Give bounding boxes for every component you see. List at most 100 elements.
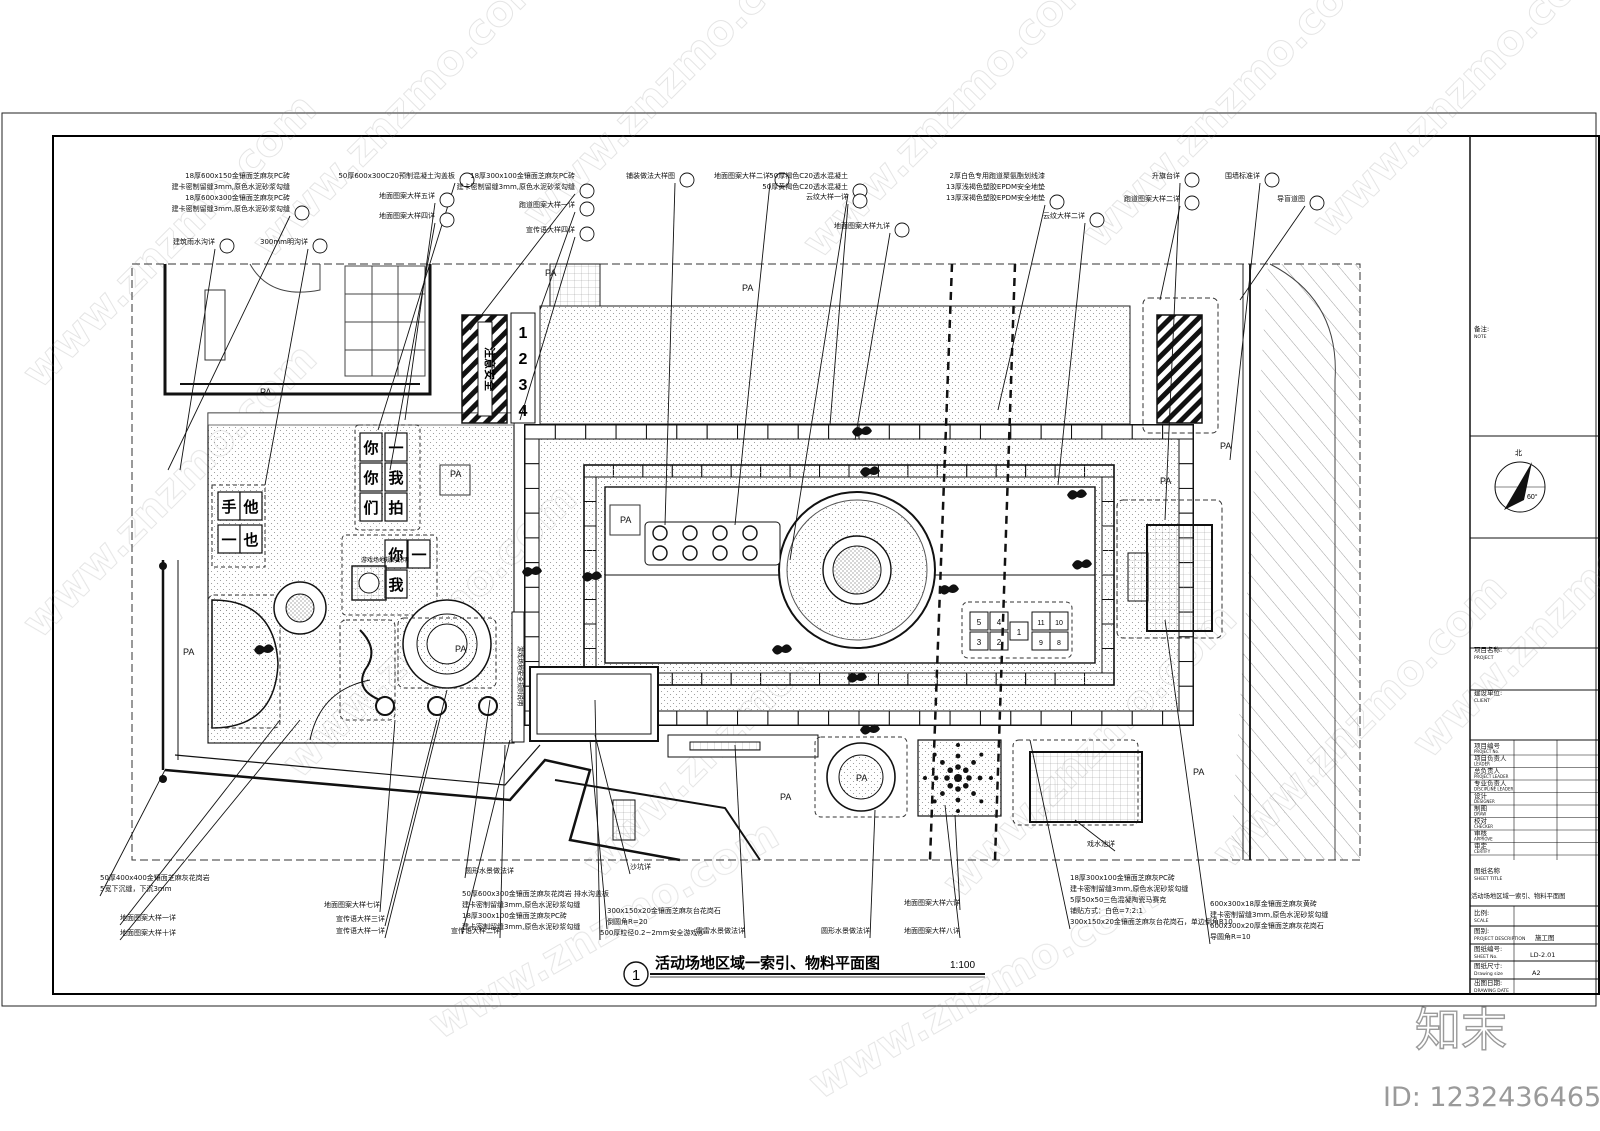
pa-label: PA bbox=[620, 515, 631, 525]
callout-text: 圆形水景做法详 bbox=[821, 926, 870, 935]
callout-text: 导圆角R=10 bbox=[1210, 932, 1251, 941]
hopscotch-number: 3 bbox=[977, 638, 982, 647]
detail-bubble bbox=[1089, 212, 1105, 228]
callout-text: 建卡密制留缝3mm,原色水泥砂浆勾缝 bbox=[457, 182, 575, 191]
tb-label-cn: 比例: bbox=[1474, 908, 1489, 917]
detail-bubble bbox=[774, 172, 790, 188]
starburst-center bbox=[954, 774, 962, 782]
track-tile bbox=[524, 424, 556, 440]
cloud-icon bbox=[582, 571, 602, 582]
sign-tile bbox=[384, 539, 408, 569]
sign-char: 拍 bbox=[388, 499, 403, 517]
callouts: 18厚600x150金镶面芝麻灰PC砖建卡密制留缝3mm,原色水泥砂浆勾缝18厚… bbox=[100, 171, 1328, 941]
tb-label-en: CLIENT bbox=[1474, 698, 1490, 704]
leader-line bbox=[499, 744, 506, 939]
tb-sheetno: LD-2.01 bbox=[1530, 951, 1555, 959]
callout-text: 建卡密制留缝3mm,原色水泥砂浆勾缝 bbox=[172, 204, 290, 213]
leader-line bbox=[119, 719, 301, 941]
sign-tile bbox=[384, 432, 408, 462]
manhole-grate bbox=[351, 565, 387, 601]
rules-strip bbox=[511, 611, 525, 743]
tb-stage: 施工图 bbox=[1535, 933, 1555, 942]
tb-row-en: PROJECT LEADER bbox=[1474, 774, 1509, 779]
hopscotch-number: 4 bbox=[997, 618, 1002, 627]
callout-text: 宣传语大样四详 bbox=[526, 225, 575, 234]
track-tile bbox=[888, 424, 921, 440]
tb-row-en: CHECKER bbox=[1474, 824, 1493, 829]
detail-bubble bbox=[294, 205, 310, 221]
leader-line bbox=[1029, 739, 1071, 930]
track-tile bbox=[524, 463, 540, 489]
leader-line bbox=[829, 203, 849, 426]
hopscotch-cell bbox=[1009, 621, 1029, 641]
pa-label: PA bbox=[545, 268, 556, 278]
drawing-number: 1 bbox=[632, 967, 640, 984]
leader-line bbox=[954, 814, 961, 911]
callout-text: 50厚600x300金镶面芝麻灰花岗岩 排水沟盖板 bbox=[462, 889, 609, 898]
drawing-scale: 1:100 bbox=[950, 960, 975, 971]
callout-text: 50厚黄褐色C20透水混凝土 bbox=[762, 182, 848, 191]
rules-text-1: 游戏场地安全规则说明 bbox=[516, 646, 524, 706]
leader-line bbox=[734, 182, 771, 526]
tb-label-cn: 出图日期: bbox=[1474, 978, 1502, 987]
callout-text: 铺贴方式：白色=7:2:1 bbox=[1070, 906, 1143, 915]
stepping-stone bbox=[742, 545, 758, 561]
detail-bubble bbox=[459, 172, 475, 188]
callout-text: 建卡密制留缝3mm,原色水泥砂浆勾缝 bbox=[172, 182, 290, 191]
lane-number: 4 bbox=[519, 403, 528, 420]
tb-row-en: DESIGNER bbox=[1474, 799, 1495, 804]
leader-line bbox=[264, 248, 309, 486]
track-tile bbox=[979, 424, 1012, 440]
sign-char: 手 bbox=[221, 498, 236, 516]
tb-label-cn: 图别: bbox=[1474, 926, 1489, 935]
stepping-stone bbox=[652, 525, 668, 541]
track-tile bbox=[676, 710, 708, 726]
leader-line bbox=[1159, 205, 1181, 301]
sign-char: 也 bbox=[243, 531, 258, 549]
starburst-dot bbox=[971, 760, 976, 765]
watermark-text: www.znzmo.com bbox=[801, 869, 1167, 1109]
tb-label-en: PROJECT bbox=[1474, 655, 1494, 661]
cloud-icon bbox=[860, 466, 880, 477]
watermark-logo: 知末 ID: 1232436465 bbox=[1383, 1002, 1600, 1113]
track-tile bbox=[706, 424, 739, 440]
track-tile bbox=[1040, 424, 1073, 440]
track-tile bbox=[615, 424, 647, 440]
track-tile bbox=[737, 424, 769, 440]
detail-bubble bbox=[439, 192, 455, 208]
callout-text: 2厚白色专用跑道聚氨酯划线漆 bbox=[950, 171, 1045, 180]
detail-bubble bbox=[679, 172, 695, 188]
sign-char: 我 bbox=[388, 576, 403, 594]
sign-char: 一 bbox=[411, 547, 426, 564]
callout-text: 跑道图案大样二详 bbox=[1124, 194, 1180, 203]
sign-char: 我 bbox=[388, 469, 403, 487]
starburst-dot bbox=[971, 791, 976, 796]
tb-row-en: PROJECT No. bbox=[1474, 749, 1499, 754]
track-tile bbox=[797, 710, 830, 726]
leader-line bbox=[1164, 182, 1181, 521]
drawing-title-block: 1 活动场地区域一索引、物料平面图 1:100 bbox=[623, 954, 985, 987]
pa-label: PA bbox=[856, 773, 867, 783]
tb-label-en: DRAWING DATE bbox=[1474, 988, 1509, 994]
lane-numbers bbox=[510, 312, 536, 424]
safety-banner-text-bg bbox=[477, 321, 493, 417]
detail-bubble bbox=[439, 212, 455, 228]
sign-char: 一 bbox=[388, 440, 403, 457]
leader-line bbox=[594, 734, 631, 875]
stepping-stone bbox=[742, 525, 758, 541]
tb-label-cn: 项目名称: bbox=[1474, 645, 1502, 654]
starburst bbox=[923, 743, 993, 813]
starburst-dot bbox=[944, 775, 950, 781]
callout-text: 宣传语大样一详 bbox=[336, 926, 385, 935]
detail-bubble bbox=[1309, 195, 1325, 211]
track-tile bbox=[1101, 710, 1133, 726]
callout-text: 5宽下沉缝，下沉3mm bbox=[100, 884, 172, 893]
detail-bubble bbox=[894, 222, 910, 238]
track-tile bbox=[676, 424, 708, 440]
safety-banner-text: 注意安全 bbox=[483, 347, 497, 392]
track-tile bbox=[1131, 710, 1164, 726]
starburst-dot bbox=[956, 809, 960, 813]
